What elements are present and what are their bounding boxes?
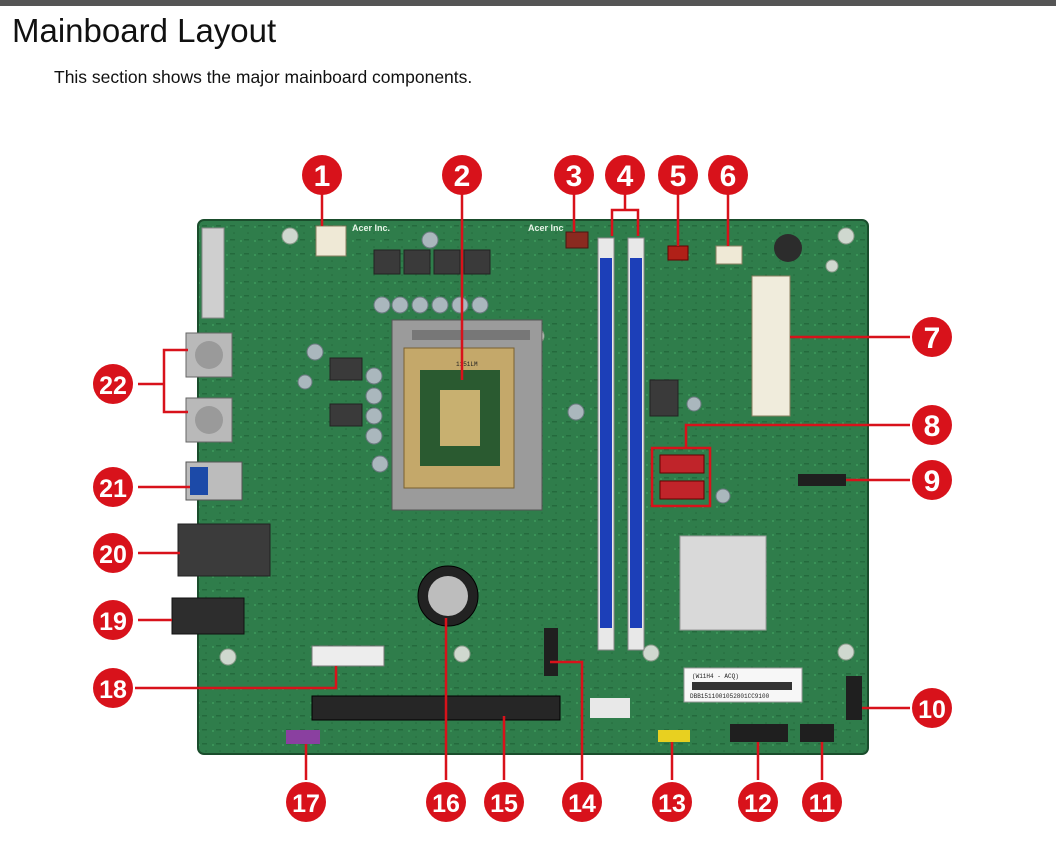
svg-text:1: 1 bbox=[314, 160, 331, 193]
m2-slot bbox=[798, 474, 846, 486]
rear-io-panel bbox=[171, 227, 271, 635]
callout-2: 2 bbox=[442, 155, 482, 195]
callout-10: 10 bbox=[912, 688, 952, 728]
m2-wifi-slot bbox=[544, 628, 558, 676]
vrm-chokes bbox=[329, 249, 679, 427]
callout-3: 3 bbox=[554, 155, 594, 195]
system-fan-header bbox=[715, 245, 743, 265]
callout-13: 13 bbox=[652, 782, 692, 822]
header-12 bbox=[730, 724, 788, 742]
svg-text:8: 8 bbox=[924, 410, 941, 443]
svg-text:15: 15 bbox=[490, 790, 518, 818]
callout-21: 21 bbox=[93, 467, 133, 507]
top-divider-bar bbox=[0, 0, 1056, 6]
buzzer bbox=[774, 234, 802, 262]
callout-leaders bbox=[135, 194, 910, 780]
callout-5: 5 bbox=[658, 155, 698, 195]
cpu-fan-header bbox=[565, 231, 589, 249]
svg-text:16: 16 bbox=[432, 790, 460, 818]
callout-markers: 1 2 3 4 5 6 7 8 9 10 11 12 13 14 15 16 1… bbox=[93, 155, 952, 822]
callout-12: 12 bbox=[738, 782, 778, 822]
svg-text:4: 4 bbox=[617, 160, 634, 193]
pcie-x1-slot bbox=[311, 645, 385, 667]
svg-text:5: 5 bbox=[670, 160, 687, 193]
audio-header bbox=[286, 730, 320, 744]
page-title: Mainboard Layout bbox=[12, 12, 277, 49]
pcie-latch bbox=[590, 698, 630, 718]
svg-text:21: 21 bbox=[99, 475, 127, 503]
callout-9: 9 bbox=[912, 460, 952, 500]
clear-cmos-jumper bbox=[667, 245, 689, 261]
svg-text:10: 10 bbox=[918, 696, 946, 724]
socket-mark: 1151LM bbox=[456, 361, 478, 368]
svg-text:9: 9 bbox=[924, 465, 941, 498]
board-label-sticker: (W11H4 - ACQ) DBB1511001052801CC9100 bbox=[683, 667, 803, 703]
callout-11: 11 bbox=[802, 782, 842, 822]
svg-text:11: 11 bbox=[809, 790, 836, 818]
sticker-serial: DBB1511001052801CC9100 bbox=[690, 693, 770, 700]
pcie-x16-slot bbox=[311, 695, 561, 721]
callout-14: 14 bbox=[562, 782, 602, 822]
section-intro: This section shows the major mainboard c… bbox=[54, 67, 473, 87]
svg-text:13: 13 bbox=[658, 790, 686, 818]
silkscreen-acer-left: Acer Inc. bbox=[352, 223, 390, 233]
svg-text:6: 6 bbox=[720, 160, 737, 193]
svg-text:2: 2 bbox=[454, 160, 471, 193]
callout-4: 4 bbox=[605, 155, 645, 195]
svg-text:3: 3 bbox=[566, 160, 583, 193]
front-panel-header bbox=[846, 676, 862, 720]
svg-text:12: 12 bbox=[744, 790, 772, 818]
callout-6: 6 bbox=[708, 155, 748, 195]
callout-22: 22 bbox=[93, 364, 133, 404]
silkscreen-acer-right: Acer Inc bbox=[528, 223, 564, 233]
callout-19: 19 bbox=[93, 600, 133, 640]
chipset-heatsink bbox=[679, 535, 767, 631]
svg-text:18: 18 bbox=[99, 676, 127, 704]
svg-text:22: 22 bbox=[99, 372, 127, 400]
svg-text:19: 19 bbox=[99, 608, 127, 636]
svg-text:7: 7 bbox=[924, 322, 941, 355]
mounting-holes bbox=[219, 227, 855, 666]
cpu-power-connector bbox=[315, 225, 347, 257]
callout-18: 18 bbox=[93, 668, 133, 708]
dimm-slots bbox=[597, 237, 645, 651]
callout-8: 8 bbox=[912, 405, 952, 445]
atx-power-connector bbox=[751, 275, 791, 417]
svg-text:14: 14 bbox=[568, 790, 596, 818]
capacitors bbox=[297, 231, 731, 504]
svg-text:17: 17 bbox=[292, 790, 320, 818]
callout-15: 15 bbox=[484, 782, 524, 822]
callout-17: 17 bbox=[286, 782, 326, 822]
header-11 bbox=[800, 724, 834, 742]
cpu-socket: 1151LM bbox=[391, 319, 543, 511]
callout-20: 20 bbox=[93, 533, 133, 573]
svg-text:20: 20 bbox=[99, 541, 127, 569]
header-13 bbox=[658, 730, 690, 742]
callout-16: 16 bbox=[426, 782, 466, 822]
sata-connectors bbox=[650, 446, 712, 508]
callout-1: 1 bbox=[302, 155, 342, 195]
sticker-model: (W11H4 - ACQ) bbox=[692, 673, 739, 680]
callout-7: 7 bbox=[912, 317, 952, 357]
